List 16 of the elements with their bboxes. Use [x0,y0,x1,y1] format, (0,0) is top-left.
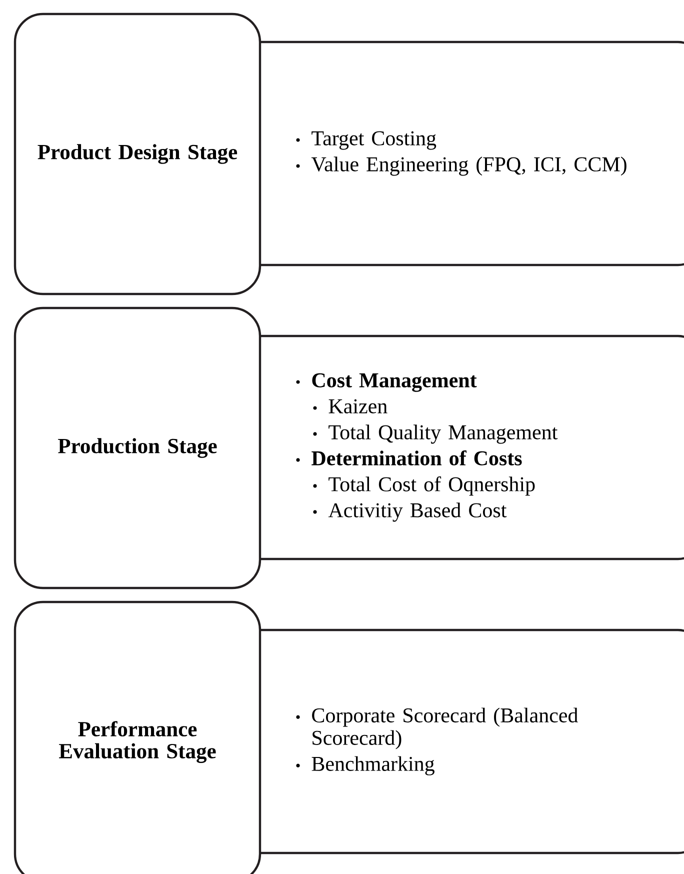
bullet-item: Activitiy Based Cost [328,502,507,522]
bullet-item: Value Engineering (FPQ, ICI, CCM) [311,156,626,176]
list-box [259,40,684,266]
bullet-item: Total Cost of Oqnership [328,476,535,496]
bullet-item: Kaizen [328,399,388,414]
bullet-item: Benchmarking [312,756,434,776]
bullet-item: Total Quality Management [328,424,558,444]
stage-box: Production Stage [14,306,262,590]
bullet-item: Corporate Scorecard (Balanced Scorecard) [312,708,578,750]
list-box [259,334,684,560]
stage-box: Performance Evaluation Stage [14,600,262,874]
bullet-item: Cost Management [312,373,477,392]
bullet-item: Target Costing [312,131,436,150]
list-box [259,628,684,854]
bullet-item: Determination of Costs [312,450,522,466]
stage-box: Product Design Stage [14,12,262,296]
